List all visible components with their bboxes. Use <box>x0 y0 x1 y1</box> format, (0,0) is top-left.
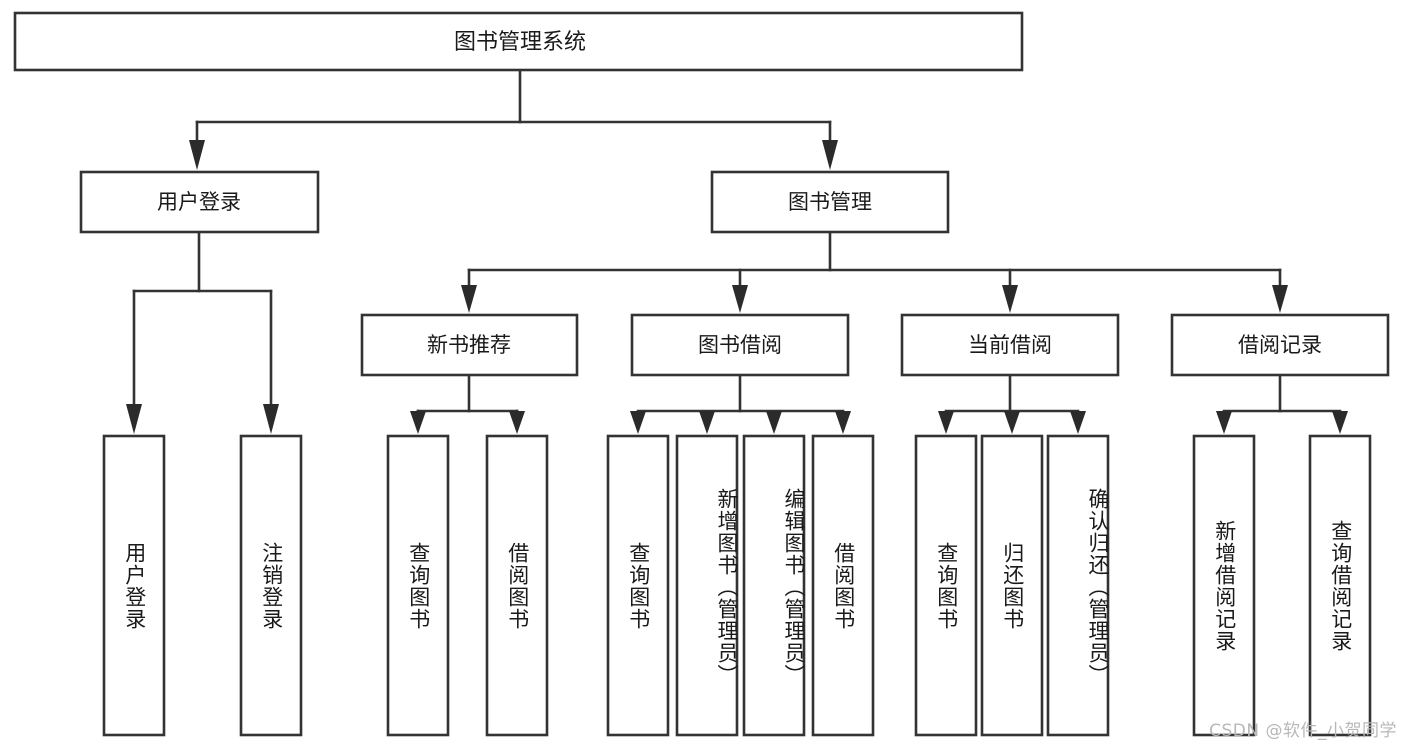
leaf-box-user-login[interactable] <box>102 434 166 737</box>
node-new-book-recommend-box[interactable] <box>360 313 579 377</box>
node-book-borrow-box[interactable] <box>630 313 850 377</box>
leaf-box-br-query-record[interactable] <box>1308 434 1372 737</box>
arrow-head-userlogin <box>189 140 205 170</box>
node-new-book-recommend-label: 新书推荐 <box>427 333 511 357</box>
arrow-head-newbook <box>461 285 477 313</box>
watermark-text: CSDN @软件_小贺同学 <box>1209 721 1397 741</box>
leaf-box-bb-add-book[interactable] <box>675 434 739 737</box>
arrow-head-borrowrecord <box>1272 285 1288 313</box>
edges-group <box>126 68 1348 434</box>
leaf-box-logout[interactable] <box>239 434 303 737</box>
arrow-head-logout-leaf <box>263 404 279 434</box>
arrow-head-cb-query <box>938 411 954 434</box>
node-book-borrow-label: 图书借阅 <box>698 333 782 357</box>
node-user-login-box[interactable] <box>79 170 320 234</box>
arrow-head-cb-return <box>1004 411 1020 434</box>
node-root-label: 图书管理系统 <box>454 30 586 55</box>
arrow-head-bookborrow <box>732 285 748 313</box>
arrow-head-currentborrow <box>1002 285 1018 313</box>
node-book-borrow[interactable]: 图书借阅 <box>630 313 850 377</box>
node-borrow-record-box[interactable] <box>1170 313 1390 377</box>
arrow-head-bookmgmt <box>822 140 838 170</box>
node-book-management-label: 图书管理 <box>788 190 872 214</box>
arrow-head-bb-borrow <box>835 411 851 434</box>
leaf-box-cb-query-book[interactable] <box>914 434 978 737</box>
arrow-head-br-add <box>1216 411 1232 434</box>
node-book-management[interactable]: 图书管理 <box>710 170 950 234</box>
leaf-box-bb-borrow-book[interactable] <box>811 434 875 737</box>
arrow-head-bb-query <box>630 411 646 434</box>
node-user-login[interactable]: 用户登录 <box>79 170 320 234</box>
node-root-box[interactable] <box>13 11 1024 72</box>
node-current-borrow-box[interactable] <box>900 313 1120 377</box>
arrow-head-br-query <box>1332 411 1348 434</box>
node-user-login-label: 用户登录 <box>157 190 241 214</box>
node-new-book-recommend[interactable]: 新书推荐 <box>360 313 579 377</box>
node-book-management-box[interactable] <box>710 170 950 234</box>
arrow-head-bb-add <box>699 411 715 434</box>
leaf-box-cb-return-book[interactable] <box>980 434 1044 737</box>
arrow-head-newbook-borrow <box>509 411 525 434</box>
node-current-borrow[interactable]: 当前借阅 <box>900 313 1120 377</box>
arrow-head-bb-edit <box>766 411 782 434</box>
leaf-box-br-add-record[interactable] <box>1192 434 1256 737</box>
leaf-box-bb-query-book[interactable] <box>606 434 670 737</box>
arrow-head-user-login-leaf <box>126 404 142 434</box>
leaf-box-bb-edit-book[interactable] <box>742 434 806 737</box>
node-current-borrow-label: 当前借阅 <box>968 333 1052 357</box>
leaf-box-nbr-query-book[interactable] <box>386 434 450 737</box>
leaf-box-cb-confirm-return[interactable] <box>1046 434 1110 737</box>
arrow-head-cb-confirm <box>1070 411 1086 434</box>
arrow-head-newbook-query <box>410 411 426 434</box>
node-root[interactable]: 图书管理系统 <box>13 11 1024 72</box>
leaf-box-nbr-borrow-book[interactable] <box>485 434 549 737</box>
node-borrow-record[interactable]: 借阅记录 <box>1170 313 1390 377</box>
node-borrow-record-label: 借阅记录 <box>1238 333 1322 357</box>
